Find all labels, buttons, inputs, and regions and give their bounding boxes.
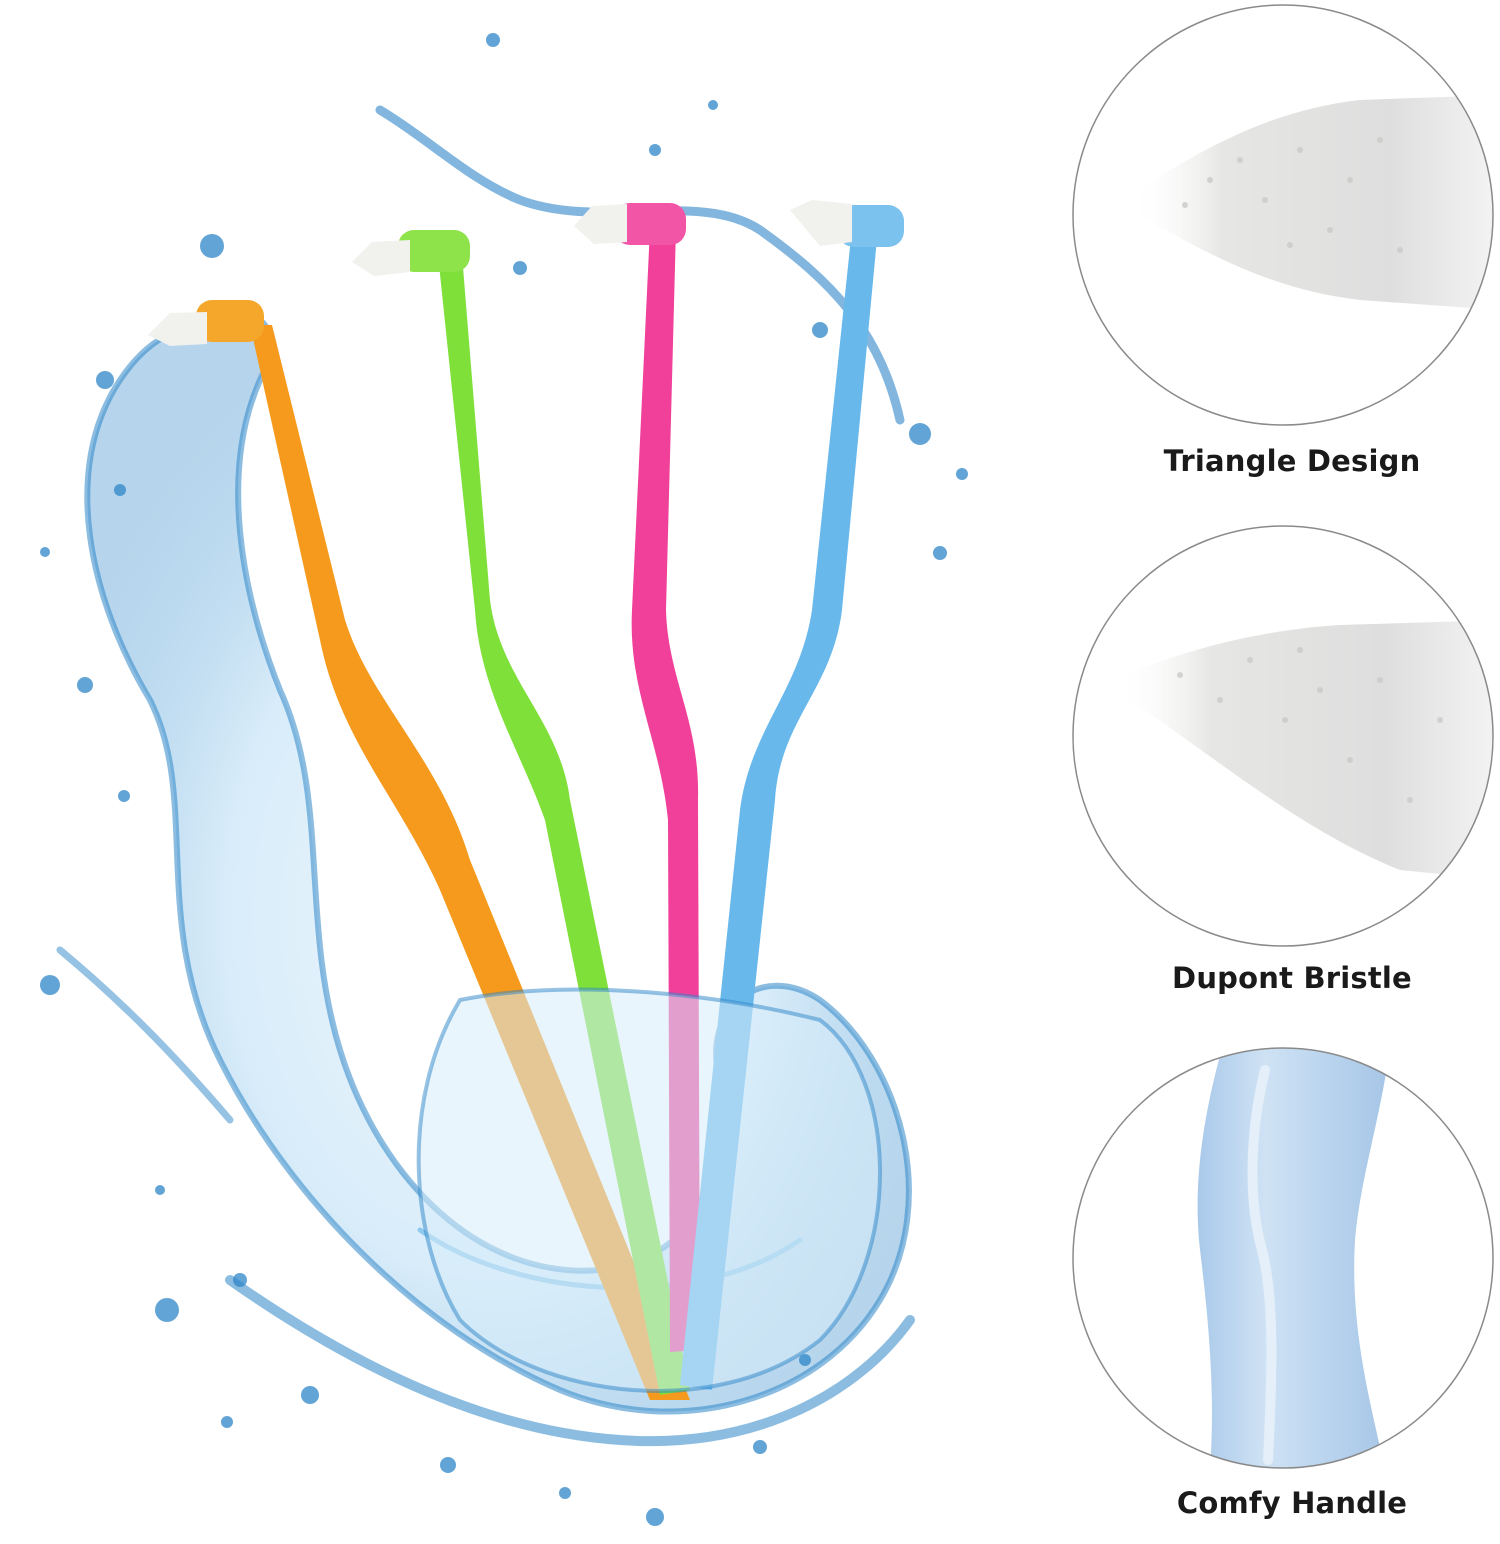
toothbrush-bristle: [352, 240, 410, 276]
feature-circle-dupont-bristle: [1072, 525, 1494, 947]
toothbrush-head: [614, 203, 686, 245]
feature-caption-dupont-bristle: Dupont Bristle: [1172, 961, 1412, 995]
feature-caption-triangle-design: Triangle Design: [1163, 444, 1421, 478]
water-overlay: [416, 987, 882, 1393]
toothbrush-bristle: [148, 312, 207, 346]
feature-circle-triangle-design: [1072, 4, 1494, 426]
handle-closeup-image: [1197, 1048, 1390, 1468]
toothbrush-head: [398, 230, 470, 272]
water-wave: [56, 946, 234, 1124]
toothbrush-bristle: [574, 204, 627, 244]
feature-circle-border: [1072, 525, 1494, 947]
feature-circle-border: [1072, 4, 1494, 426]
feature-caption-comfy-handle: Comfy Handle: [1176, 1486, 1408, 1520]
feature-circle-border: [1072, 1047, 1494, 1469]
bristle-closeup-image: [1115, 620, 1493, 880]
water-wave: [225, 1275, 915, 1447]
handle-highlight: [1247, 1065, 1277, 1465]
water-droplets: [40, 33, 968, 1526]
bristle-closeup-image: [1130, 95, 1493, 310]
toothbrush-bristle: [790, 200, 852, 246]
toothbrush-head: [196, 300, 264, 342]
toothbrush-head: [838, 205, 904, 247]
feature-circle-comfy-handle: [1072, 1047, 1494, 1469]
